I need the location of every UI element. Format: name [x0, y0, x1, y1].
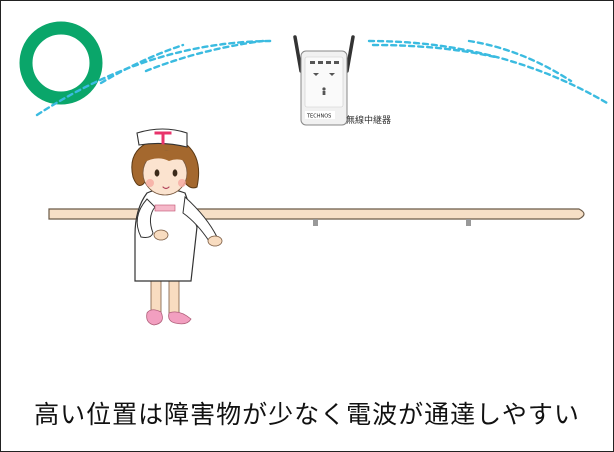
wifi-repeater-icon: TECHNOS — [293, 35, 355, 126]
nurse-hand-left — [153, 229, 169, 241]
antenna-right — [345, 35, 355, 73]
circle-ok-icon — [19, 21, 103, 105]
repeater-indicators — [310, 61, 339, 95]
nurse-bangs — [143, 150, 189, 163]
signal-wave-left-inner — [99, 43, 185, 85]
device-label: 無線中継器 — [346, 116, 392, 126]
signal-wave-right-outer — [367, 39, 609, 105]
antenna-left — [293, 35, 303, 73]
signal-wave-left-outer — [35, 39, 275, 117]
repeater-face — [304, 56, 344, 108]
nurse-arm-left — [136, 198, 156, 238]
caption-text: 高い位置は障害物が少なく電波が通達しやすい — [34, 400, 580, 429]
nurse-shoe-right — [168, 311, 192, 325]
nurse-cap-cross-icon — [154, 131, 172, 145]
nurse-cheek-right — [178, 179, 186, 187]
handrail-bracket — [466, 219, 471, 226]
repeater-brand-text: TECHNOS — [306, 114, 331, 120]
repeater-brand-plate — [305, 111, 335, 119]
nurse-hand-right — [207, 235, 223, 247]
nurse-eye-right — [172, 169, 178, 177]
nurse-eye-left — [154, 169, 160, 177]
nurse-mouth — [162, 186, 170, 190]
signal-wave-right-inner — [467, 39, 573, 83]
nurse-illustration — [131, 128, 223, 326]
handrail-bar — [48, 208, 585, 220]
signal-waves — [35, 39, 609, 117]
handrail — [48, 208, 585, 226]
handrail-bracket — [313, 219, 318, 226]
nurse-shoe-left — [146, 309, 163, 326]
nurse-cheek-left — [146, 179, 154, 187]
signal-wave-right-mid — [371, 43, 497, 59]
nurse-leg-right — [168, 278, 180, 316]
signal-wave-left-mid — [144, 39, 265, 73]
nurse-badge — [154, 204, 176, 212]
